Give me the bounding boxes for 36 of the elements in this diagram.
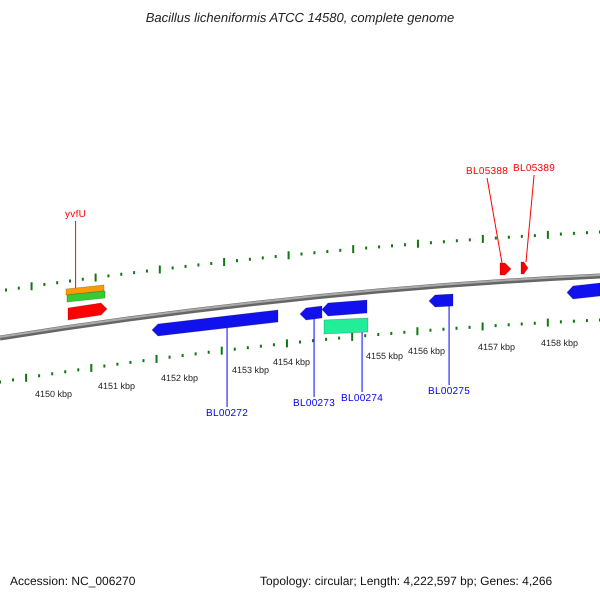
leader-line — [314, 318, 315, 398]
scale-label: 4151 kbp — [98, 381, 136, 391]
feature-bar — [66, 290, 106, 302]
gene-feature — [68, 302, 108, 320]
feature-bar — [324, 318, 368, 334]
leader-line — [226, 327, 228, 408]
gene-feature — [500, 262, 512, 276]
gene-feature — [520, 262, 528, 274]
genome-title: Bacillus licheniformis ATCC 14580, complete genome — [144, 10, 456, 25]
leader-line — [526, 174, 535, 262]
scale-label: 4157 kbp — [478, 342, 516, 352]
leader-line — [362, 332, 363, 392]
leader-line — [486, 178, 502, 264]
feature-bar — [66, 284, 104, 296]
scale-label: 4150 kbp — [35, 389, 72, 399]
scale-label: 4155 kbp — [366, 351, 404, 361]
scale-label: 4156 kbp — [408, 346, 446, 356]
leader-line — [75, 220, 76, 288]
leader-line — [448, 306, 450, 386]
gene-label: yvfU — [65, 209, 86, 220]
scale-label: 4153 kbp — [232, 365, 270, 375]
scale-label: 4152 kbp — [161, 373, 198, 383]
gene-feature — [428, 294, 454, 308]
scale-label: 4158 kbp — [541, 338, 578, 348]
gene-label: BL00275 — [428, 386, 470, 397]
scale-label: 4154 kbp — [273, 357, 310, 367]
gene-label: BL05389 — [513, 163, 556, 174]
gene-feature — [151, 310, 278, 336]
gene-label: BL00274 — [341, 393, 384, 404]
gene-label: BL05388 — [466, 166, 508, 177]
gene-label: BL00272 — [206, 408, 248, 419]
gene-feature — [299, 306, 322, 320]
gene-feature — [566, 282, 600, 300]
accession-text: Accession: NC_006270 — [10, 574, 136, 588]
gene-label: BL00273 — [293, 398, 336, 409]
genome-stats: Topology: circular; Length: 4,222,597 bp; Genes: 4,266 — [260, 574, 552, 588]
